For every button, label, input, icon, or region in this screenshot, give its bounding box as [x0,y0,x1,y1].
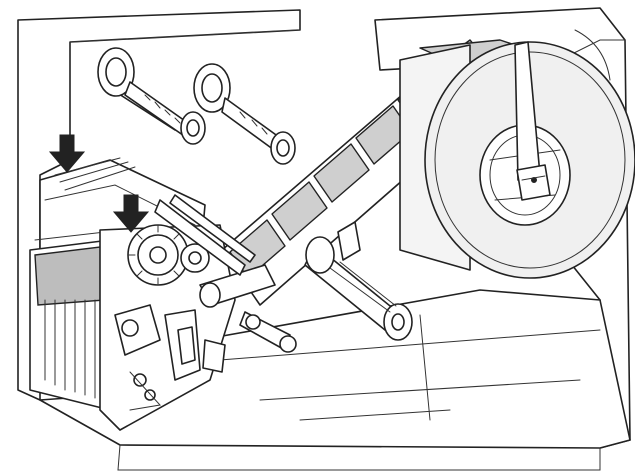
ribbon-spindle-left [97,47,206,145]
ribbon-spindle-right [193,63,296,165]
down-arrow-icon [112,194,150,233]
media-guide-roller [304,221,413,341]
print-head-mechanism [29,157,297,431]
down-arrow-icon [48,134,86,173]
media-holder-arm [514,41,551,201]
label [271,181,328,241]
label [313,143,370,203]
